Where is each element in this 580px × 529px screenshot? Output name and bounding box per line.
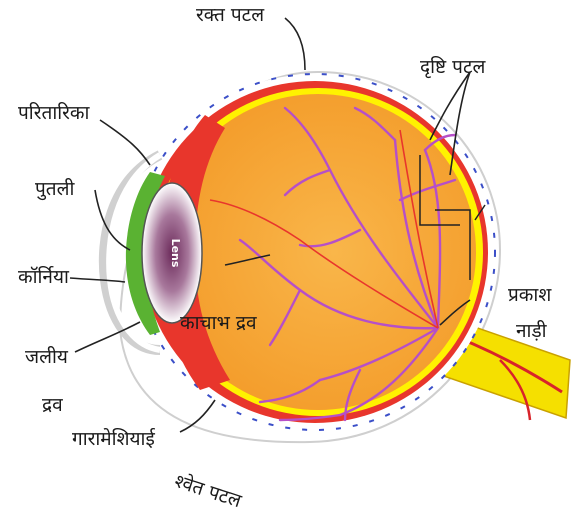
aqueous-label-1: जलीय <box>25 348 68 367</box>
optic-label-2: नाड़ी <box>516 322 547 341</box>
iris-label: परितारिका <box>18 104 89 123</box>
choroid-label: रक्त पटल <box>196 6 264 25</box>
cornea-label: कॉर्निया <box>18 268 69 287</box>
pupil-label: पुतली <box>35 180 74 199</box>
aqueous-label-2: द्रव <box>42 396 63 415</box>
optic-label-1: प्रकाश <box>508 286 551 305</box>
retina-label: दृष्टि पटल <box>420 58 485 77</box>
vitreous-label: काचाभ द्रव <box>180 314 257 333</box>
ciliary-label: गारामेशियाई <box>72 430 155 449</box>
lens-label: Lens <box>169 239 182 268</box>
